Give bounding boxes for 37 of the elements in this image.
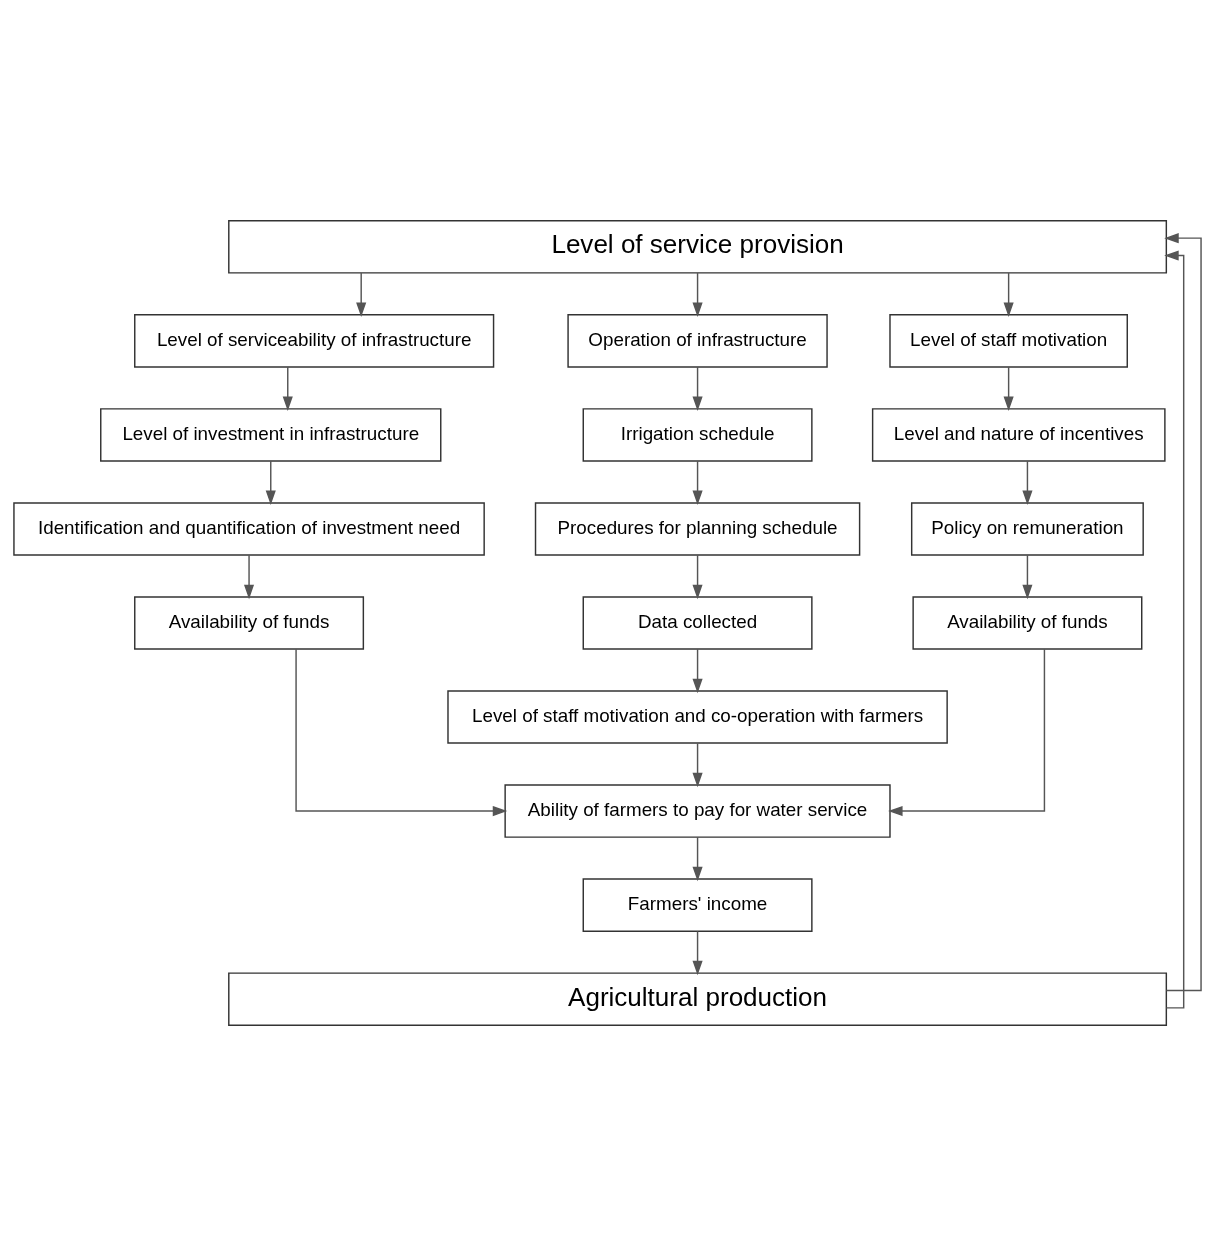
arrow	[692, 647, 703, 693]
node-box: Ability of farmers to pay for water service	[504, 783, 891, 838]
node-box: Policy on remuneration	[910, 501, 1144, 556]
arrow	[1003, 271, 1014, 317]
arrow	[888, 647, 1046, 816]
node-box: Agricultural production	[228, 971, 1168, 1026]
arrow	[265, 459, 276, 505]
arrow	[1164, 232, 1202, 991]
arrow	[1022, 553, 1033, 599]
node-box: Level of service provision	[228, 219, 1168, 274]
arrow	[1022, 459, 1033, 505]
arrow	[692, 836, 703, 881]
arrow	[692, 271, 703, 317]
node-box: Level of investment in infrastructure	[100, 407, 442, 462]
node-box: Farmers' income	[582, 877, 813, 932]
arrow	[692, 742, 703, 787]
arrow	[282, 365, 293, 411]
node-box: Availability of funds	[912, 595, 1143, 650]
node-box: Level of staff motivation	[889, 313, 1128, 368]
arrow	[243, 553, 255, 599]
arrow	[692, 365, 703, 411]
node-box: Irrigation schedule	[582, 407, 813, 462]
node-box: Availability of funds	[134, 595, 365, 650]
node-box: Operation of infrastructure	[567, 313, 828, 368]
node-box: Identification and quantification of investment need	[13, 501, 485, 556]
arrow	[1003, 365, 1014, 411]
arrow	[692, 553, 703, 599]
arrow	[295, 647, 508, 816]
node-box: Level of staff motivation and co-operation with farmers	[447, 689, 948, 744]
node-box: Procedures for planning schedule	[534, 501, 861, 556]
node-box: Level and nature of incentives	[871, 407, 1166, 462]
node-box: Data collected	[582, 595, 813, 650]
arrow	[356, 271, 367, 317]
arrow	[1164, 249, 1185, 1009]
arrow	[692, 930, 703, 975]
arrow	[692, 459, 703, 505]
node-box: Level of serviceability of infrastructure	[134, 313, 495, 368]
